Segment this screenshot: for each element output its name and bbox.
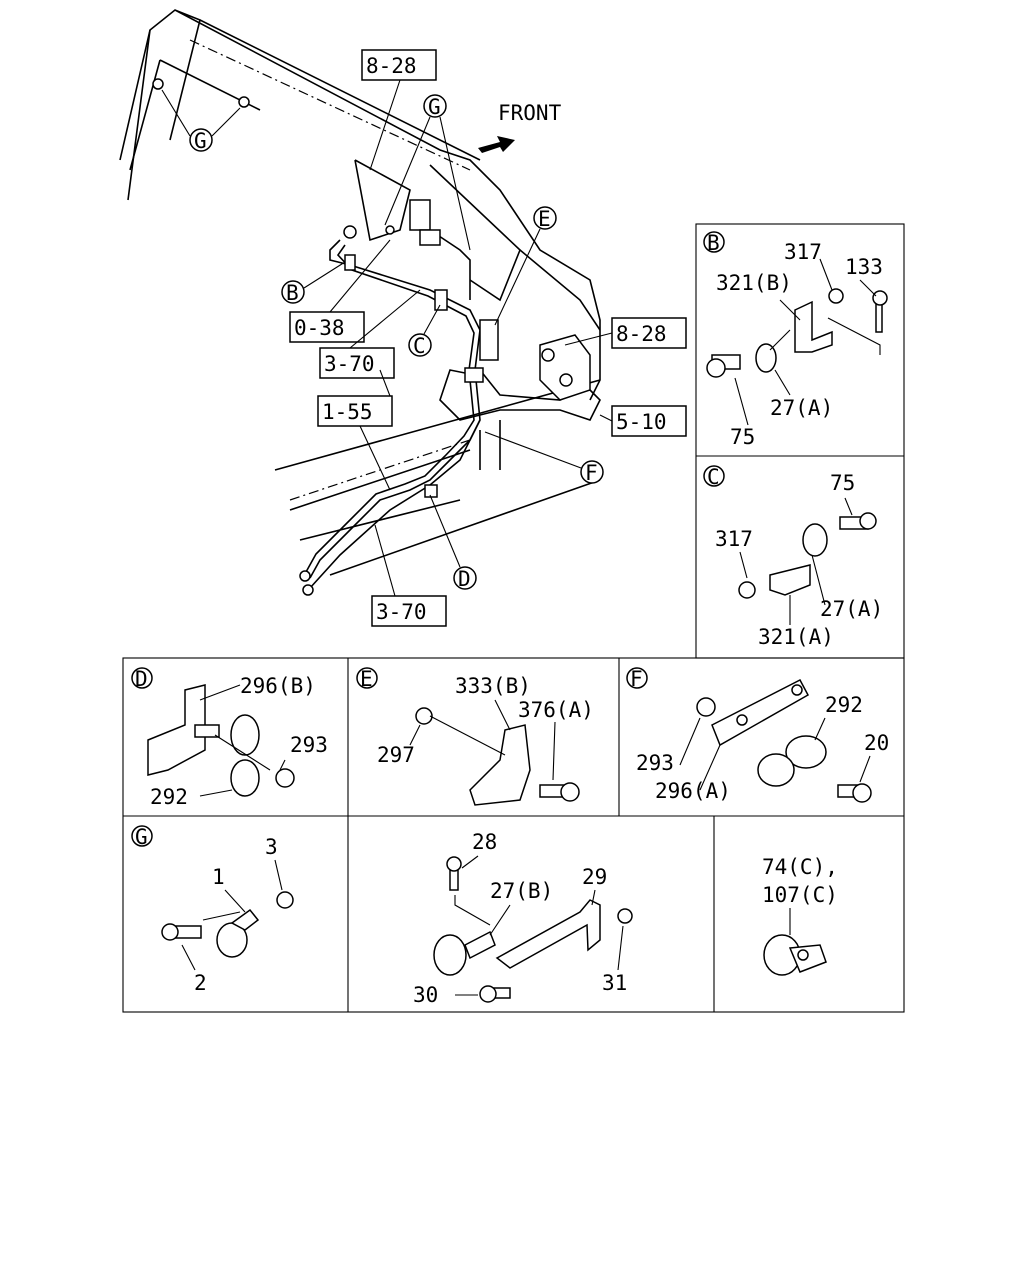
label-3: 3 <box>265 835 278 859</box>
detail-h: 28 29 27(B) 31 30 <box>413 830 633 1007</box>
label-29: 29 <box>582 865 607 889</box>
circle-b: B <box>286 281 299 305</box>
detail-d: D 296(B) 293 292 <box>131 667 328 809</box>
label-2: 2 <box>194 971 207 995</box>
label-27b: 27(B) <box>490 879 553 903</box>
label-27a: 27(A) <box>770 396 833 420</box>
circle-c: C <box>413 334 426 358</box>
circle-e: E <box>538 207 551 231</box>
detail-b-letter: B <box>707 231 720 255</box>
label-317-c: 317 <box>715 527 753 551</box>
ref-box-5-10: 5-10 <box>616 410 667 434</box>
label-292-d: 292 <box>150 785 188 809</box>
detail-b: B 317 133 321(B) 75 27(A) <box>703 231 888 449</box>
ref-box-1-55: 1-55 <box>322 400 373 424</box>
label-293-f: 293 <box>636 751 674 775</box>
label-317: 317 <box>784 240 822 264</box>
label-321a: 321(A) <box>758 625 834 649</box>
circle-d: D <box>458 567 471 591</box>
label-293-d: 293 <box>290 733 328 757</box>
circle-f: F <box>585 461 598 485</box>
main-assembly: FRONT 8-28 0-38 3-70 1-55 3-70 8-28 5-10… <box>119 9 687 627</box>
label-292-f: 292 <box>825 693 863 717</box>
label-296a: 296(A) <box>655 779 731 803</box>
label-20: 20 <box>864 731 889 755</box>
ref-box-3-70-lower: 3-70 <box>376 600 427 624</box>
detail-panels <box>122 223 905 1013</box>
ref-box-8-28-top: 8-28 <box>366 54 417 78</box>
label-297: 297 <box>377 743 415 767</box>
circle-g-left: G <box>194 129 207 153</box>
label-1: 1 <box>212 865 225 889</box>
detail-f: F 292 293 20 296(A) <box>626 667 889 803</box>
label-74c: 74(C), <box>762 855 838 879</box>
detail-i: 74(C), 107(C) <box>762 855 838 976</box>
circle-g-top: G <box>428 95 441 119</box>
label-321b: 321(B) <box>716 271 792 295</box>
detail-d-letter: D <box>135 667 148 691</box>
detail-c-letter: C <box>707 465 720 489</box>
label-28: 28 <box>472 830 497 854</box>
label-31: 31 <box>602 971 627 995</box>
ref-box-8-28-right: 8-28 <box>616 322 667 346</box>
detail-c: C 75 317 27(A) 321(A) <box>703 465 883 649</box>
label-75-c: 75 <box>830 471 855 495</box>
label-30: 30 <box>413 983 438 1007</box>
detail-g: G 3 1 2 <box>131 825 294 995</box>
detail-f-letter: F <box>630 667 643 691</box>
detail-e-letter: E <box>360 667 373 691</box>
detail-g-letter: G <box>135 825 148 849</box>
label-107c: 107(C) <box>762 883 838 907</box>
detail-e: E 333(B) 376(A) 297 <box>356 667 594 806</box>
ref-box-3-70-upper: 3-70 <box>324 352 375 376</box>
label-75: 75 <box>730 425 755 449</box>
ref-box-0-38: 0-38 <box>294 316 345 340</box>
label-333b: 333(B) <box>455 674 531 698</box>
label-296b: 296(B) <box>240 674 316 698</box>
label-133: 133 <box>845 255 883 279</box>
front-label: FRONT <box>498 101 562 125</box>
label-27a-c: 27(A) <box>820 597 883 621</box>
label-376a: 376(A) <box>518 698 594 722</box>
